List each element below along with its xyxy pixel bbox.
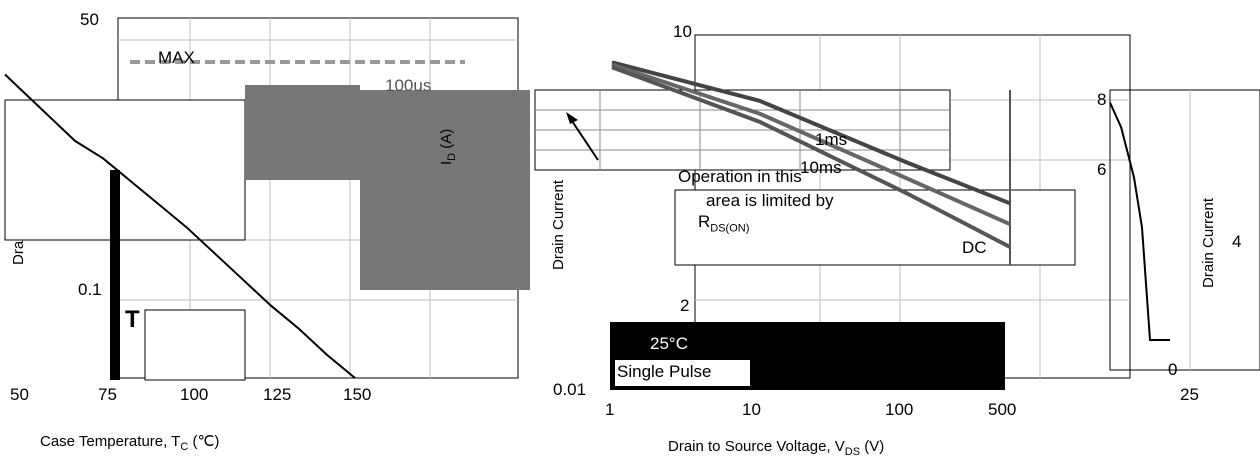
middle-panel bbox=[534, 34, 1131, 390]
middle-x-axis-title: Drain to Source Voltage, VDS (V) bbox=[668, 438, 884, 458]
middle-y-tick-2: 0.01 bbox=[553, 380, 587, 399]
right-y-axis-title: Drain Current bbox=[1200, 197, 1217, 288]
middle-x-axis-title-text: Drain to Source Voltage, V bbox=[668, 438, 845, 455]
middle-y-tick-0: 10 bbox=[673, 22, 692, 41]
annotation-10ms: 10ms bbox=[800, 158, 842, 177]
middle-x-tick-3: 500 bbox=[988, 400, 1017, 419]
left-x-axis-title-text: Case Temperature, T bbox=[40, 433, 181, 450]
note-line-1: Operation in this bbox=[678, 167, 802, 186]
middle-series-group bbox=[611, 60, 1011, 249]
middle-series-line-1 bbox=[611, 62, 1011, 227]
left-overlay-frame bbox=[4, 99, 246, 241]
left-x-tick-0: 50 bbox=[10, 385, 29, 404]
left-partial-label-t: T bbox=[125, 306, 140, 333]
middle-y-tick-1: 2 bbox=[680, 296, 690, 315]
note-arrow-line bbox=[569, 117, 599, 161]
middle-x-tick-2: 100 bbox=[885, 400, 914, 419]
left-x-tick-2: 100 bbox=[180, 385, 209, 404]
middle-x-tick-1: 10 bbox=[742, 400, 761, 419]
left-x-axis-title-sub: C bbox=[180, 441, 189, 453]
middle-series-line-0 bbox=[611, 60, 1011, 206]
right-plot-frame bbox=[1109, 89, 1260, 371]
left-marker-bar bbox=[110, 170, 120, 380]
middle-y-axis-unit-suffix: (A) bbox=[438, 128, 455, 153]
right-y-tick-0: 8 bbox=[1097, 90, 1107, 109]
left-panel bbox=[4, 17, 530, 381]
note-rds-sub: DS(ON) bbox=[710, 222, 750, 235]
right-series-line bbox=[1109, 102, 1170, 341]
middle-y-axis-title: Drain Current bbox=[550, 179, 567, 270]
middle-series-line-2 bbox=[611, 65, 1011, 249]
right-y-tick-2: 4 bbox=[1232, 232, 1242, 251]
left-x-axis-title-unit: (℃) bbox=[188, 433, 220, 450]
left-x-tick-4: 150 bbox=[343, 385, 372, 404]
left-partial-label-dra: Dra bbox=[10, 240, 27, 265]
left-y-tick-1: 0.1 bbox=[78, 280, 102, 299]
note-arrow-head bbox=[566, 112, 578, 124]
middle-x-tick-0: 1 bbox=[605, 400, 615, 419]
left-gray-block-2 bbox=[360, 90, 530, 290]
note-rds-symbol: R bbox=[698, 212, 711, 231]
right-panel bbox=[1109, 89, 1260, 371]
left-x-tick-3: 125 bbox=[263, 385, 292, 404]
note-line-3: RDS(ON) bbox=[698, 212, 749, 234]
left-y-tick-0: 50 bbox=[80, 10, 99, 29]
note-line-2: area is limited by bbox=[706, 191, 834, 210]
right-y-tick-3: 0 bbox=[1168, 360, 1178, 379]
annotation-25c: 25°C bbox=[650, 334, 688, 353]
left-series-line bbox=[4, 73, 356, 379]
right-x-tick-0: 25 bbox=[1180, 385, 1199, 404]
annotation-1ms: 1ms bbox=[815, 130, 848, 149]
right-y-tick-1: 6 bbox=[1097, 160, 1107, 179]
left-annotation-max: MAX bbox=[158, 48, 195, 67]
single-pulse-label-bg bbox=[615, 360, 750, 386]
middle-y-axis-unit: ID (A) bbox=[438, 129, 458, 165]
annotation-single-pulse: Single Pulse bbox=[617, 362, 712, 381]
middle-x-axis-title-unit: (V) bbox=[860, 438, 885, 455]
middle-y-axis-unit-i: I bbox=[438, 160, 455, 165]
left-partial-label-100us: 100us bbox=[385, 76, 432, 95]
middle-y-axis-unit-sub: D bbox=[446, 152, 458, 161]
middle-x-axis-title-sub: DS bbox=[844, 446, 861, 458]
left-x-tick-1: 75 bbox=[98, 385, 117, 404]
annotation-dc: DC bbox=[962, 238, 987, 257]
left-x-axis-title: Case Temperature, TC (℃) bbox=[40, 432, 219, 453]
left-gray-block bbox=[245, 85, 360, 180]
left-lower-box bbox=[144, 309, 246, 381]
